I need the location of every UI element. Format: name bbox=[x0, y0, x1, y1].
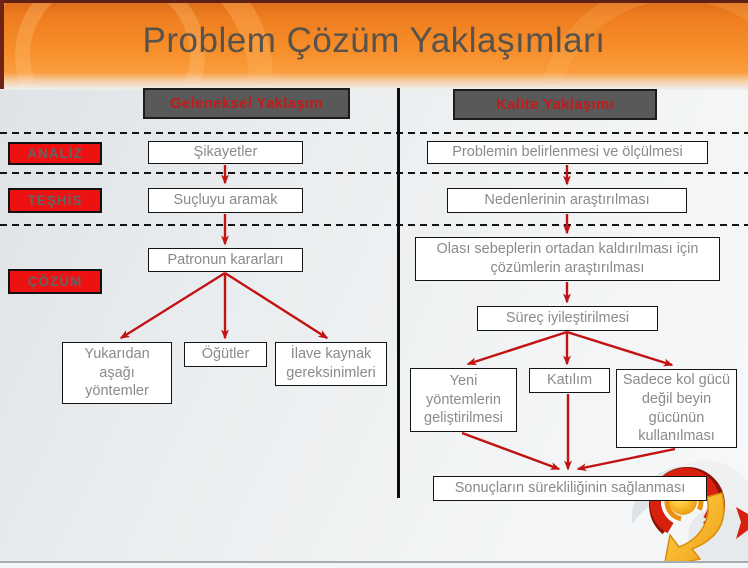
arrow-qual-fan-right bbox=[566, 330, 674, 367]
dashed-separator-cozum bbox=[0, 224, 748, 226]
traditional-branch-advice: Öğütler bbox=[184, 342, 267, 367]
quality-step-investigate-causes: Nedenlerinin araştırılması bbox=[447, 188, 687, 213]
dashed-separator-analiz bbox=[0, 132, 748, 134]
slide-bottom-edge bbox=[0, 561, 748, 563]
quality-step-define-measure: Problemin belirlenmesi ve ölçülmesi bbox=[427, 141, 708, 164]
quality-final-sustain-results: Sonuçların sürekliliğinin sağlanması bbox=[433, 476, 707, 501]
banner-top-edge bbox=[0, 0, 748, 3]
traditional-step-boss-decisions: Patronun kararları bbox=[148, 248, 303, 272]
arrow-trad-fan-right bbox=[224, 271, 329, 340]
dashed-separator-teshis bbox=[0, 172, 748, 174]
decorative-swirl-logo bbox=[630, 460, 748, 568]
arrow-trad-fan-left bbox=[119, 271, 226, 340]
traditional-branch-extra-resources: İlave kaynak gereksinimleri bbox=[275, 342, 387, 386]
stage-label-cozum: ÇÖZÜM bbox=[8, 269, 102, 294]
slide-title: Problem Çözüm Yaklaşımları bbox=[142, 21, 606, 60]
traditional-step-complaints: Şikayetler bbox=[148, 141, 303, 164]
arrow-qual-converge-left bbox=[461, 431, 561, 471]
column-header-traditional: Geleneksel Yaklaşım bbox=[143, 88, 350, 119]
arrow-qual-fan-left bbox=[466, 330, 568, 366]
stage-label-teshis: TEŞHİS bbox=[8, 188, 102, 213]
quality-branch-brain-power: Sadece kol gücü değil beyin gücünün kull… bbox=[616, 369, 737, 448]
column-divider-line bbox=[397, 88, 400, 498]
stage-label-analiz: ANALİZ bbox=[8, 142, 102, 165]
column-header-quality: Kalite Yaklaşımı bbox=[453, 89, 657, 120]
traditional-branch-topdown: Yukarıdan aşağı yöntemler bbox=[62, 342, 172, 404]
traditional-step-blame: Suçluyu aramak bbox=[148, 188, 303, 213]
banner-left-edge bbox=[0, 0, 4, 89]
quality-step-process-improvement: Süreç iyileştirilmesi bbox=[477, 306, 658, 331]
slide-bottom-margin bbox=[0, 563, 748, 568]
quality-branch-participation: Katılım bbox=[529, 368, 610, 393]
quality-step-search-solutions: Olası sebeplerin ortadan kaldırılması iç… bbox=[415, 237, 720, 281]
quality-branch-new-methods: Yeni yöntemlerin geliştirilmesi bbox=[410, 368, 517, 432]
banner-fade bbox=[0, 72, 748, 90]
